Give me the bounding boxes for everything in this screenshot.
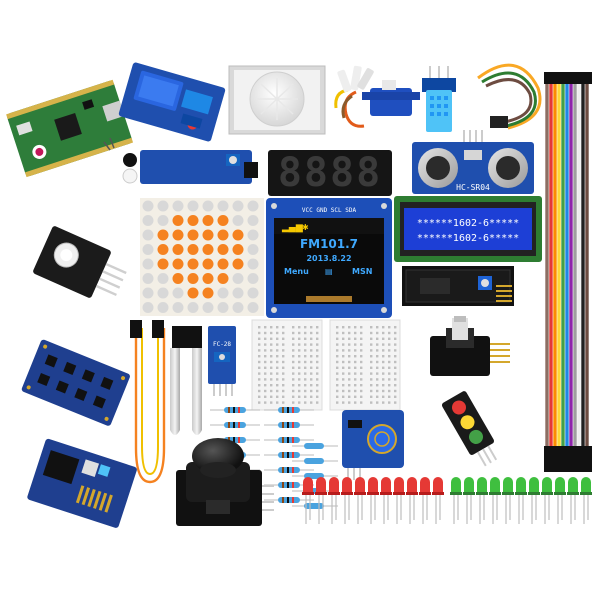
ultrasonic-sensor: HC-SR04	[412, 130, 534, 194]
dht11-sensor	[422, 66, 456, 132]
logic-level-converter	[21, 339, 130, 426]
rgb-led-module	[33, 226, 127, 298]
oled-date: 2013.8.22	[306, 254, 351, 263]
servo-motor	[334, 65, 420, 128]
rotary-encoder	[430, 316, 510, 376]
jumper-wires-small	[477, 63, 542, 130]
oled-pin-header-label: VCC GND SCL SDA	[302, 207, 357, 214]
signal-icon: ▂▄▆	[281, 223, 304, 233]
lcd-line-1: ******1602-6*****	[417, 218, 519, 229]
oled-menu-label: Menu	[284, 267, 309, 276]
radio-icon: ▤	[325, 267, 333, 276]
oled-msn-label: MSN	[352, 267, 372, 276]
mini-breadboard-left	[251, 319, 323, 411]
joystick-module	[176, 438, 274, 526]
green-led-set	[450, 477, 592, 524]
seven-segment-display: 8888	[268, 150, 392, 196]
soil-probe-label: FC-28	[213, 341, 231, 348]
pico-board	[6, 79, 134, 178]
mini-breadboard-right	[329, 319, 401, 411]
lcd-line-2: ******1602-6*****	[417, 233, 519, 244]
i2c-adapter-board	[402, 266, 514, 306]
touch-sensor	[342, 410, 404, 480]
ir-sensor-module	[103, 137, 258, 184]
pir-sensor	[228, 65, 326, 135]
dupont-ribbon-cable	[544, 72, 592, 472]
lcd-1602-display: ******1602-6***** ******1602-6*****	[394, 196, 542, 262]
bluetooth-icon: ✱	[302, 223, 309, 232]
oled-display: VCC GND SCL SDA ▂▄▆ ✱ FM101.7 2013.8.22 …	[266, 198, 392, 318]
ultrasonic-label: HC-SR04	[456, 183, 490, 192]
seven-segment-digits: 8888	[278, 150, 382, 196]
relay-module	[118, 62, 226, 142]
power-supply-module	[27, 438, 137, 528]
soil-moisture-sensor: FC-28	[130, 320, 236, 484]
traffic-light-module	[441, 391, 498, 467]
led-matrix-8x8	[140, 198, 264, 316]
oled-station: FM101.7	[300, 237, 358, 251]
red-led-set	[302, 477, 444, 524]
